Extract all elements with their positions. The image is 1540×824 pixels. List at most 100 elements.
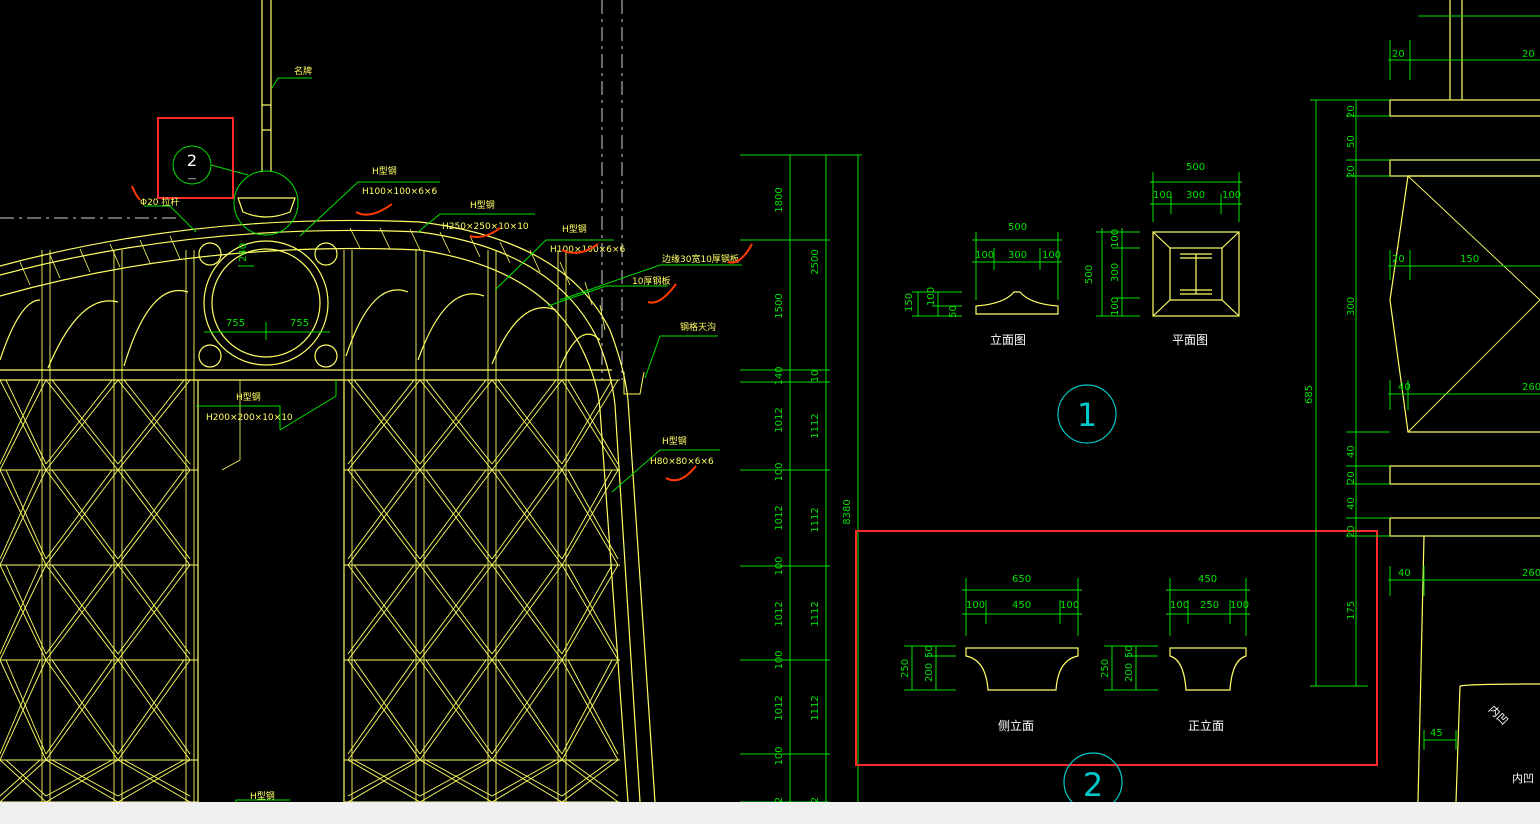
d2-front-top-p3: 100 xyxy=(1230,600,1249,611)
detail-2[interactable]: 650 100 450 100 250 200 50 450 100 250 1… xyxy=(855,530,1378,812)
gutter-detail xyxy=(623,371,645,395)
vdim-middle-label: 2 xyxy=(810,797,821,802)
lattice-brace xyxy=(123,659,191,755)
elevation-base-shape xyxy=(975,291,1059,315)
lattice-brace xyxy=(567,759,619,797)
rc-total: 685 xyxy=(1304,385,1315,404)
door-inner-line xyxy=(221,380,241,471)
lattice-brace xyxy=(45,379,113,465)
d1-elev-top-p2: 300 xyxy=(1008,250,1027,261)
dim-right-755: 755 xyxy=(290,318,309,329)
lattice-brace xyxy=(419,564,487,655)
d2-side-side-p2: 50 xyxy=(924,645,935,658)
d1-plan-side-p3: 100 xyxy=(1110,297,1121,316)
rc-top-dim-2: 20 xyxy=(1522,49,1535,60)
vdim-inner-label: 2 xyxy=(774,797,785,802)
lattice-brace xyxy=(347,759,415,797)
rc-post xyxy=(1449,0,1463,100)
lattice-brace xyxy=(0,469,47,566)
status-bar xyxy=(0,802,1540,824)
callout-1-title: H型钢 xyxy=(372,165,397,177)
lattice-brace xyxy=(497,379,563,465)
lattice-brace xyxy=(567,469,619,560)
lattice-brace xyxy=(419,659,487,755)
rc-hdim-5: 40 xyxy=(1398,568,1411,579)
central-ring-inner xyxy=(211,248,321,358)
lattice-brace xyxy=(491,759,557,797)
callout-5-spec: 10厚钢板 xyxy=(632,275,670,287)
central-ring-outer xyxy=(203,240,329,366)
rc-vdim-5: 40 xyxy=(1346,445,1357,458)
lattice-brace xyxy=(117,564,185,655)
lattice-brace xyxy=(419,469,493,566)
lattice-brace xyxy=(425,759,493,797)
arch-inner-2 xyxy=(0,247,629,803)
vdim-inner-label: 1012 xyxy=(774,505,785,530)
rc-vdim-2: 50 xyxy=(1346,135,1357,148)
lattice-brace xyxy=(51,759,119,797)
d2-side-shape xyxy=(965,647,1079,691)
lattice-brace xyxy=(117,759,191,803)
rc-vdim-3: 20 xyxy=(1346,165,1357,178)
lattice-brace xyxy=(353,379,421,465)
d2-front-side-p1: 200 xyxy=(1124,663,1135,682)
lattice-brace xyxy=(419,379,487,465)
d1-elev-top-total: 500 xyxy=(1008,222,1027,233)
lattice-brace xyxy=(561,379,619,471)
d1-plan-label: 平面图 xyxy=(1172,333,1208,347)
arch-outer xyxy=(0,219,656,803)
callouts xyxy=(144,77,742,802)
lattice-brace xyxy=(347,469,415,560)
rc-hdim-1: 20 xyxy=(1392,254,1405,265)
highlight-box-bubble[interactable] xyxy=(157,117,234,199)
vdim-inner-label: 1012 xyxy=(774,407,785,432)
d2-front-shape xyxy=(1169,647,1247,691)
detail-1[interactable]: 500 100 300 100 150 100 50 500 100 300 1… xyxy=(904,162,1242,444)
lattice-brace xyxy=(0,564,47,661)
drawing-background xyxy=(0,0,1540,802)
dim-arch: 240 xyxy=(238,243,249,262)
lattice-brace xyxy=(425,659,493,755)
lattice-brace xyxy=(347,469,421,566)
lattice-brace xyxy=(497,469,563,560)
lattice-brace xyxy=(5,564,47,655)
detail-1-number: 1 xyxy=(1077,396,1097,434)
lattice-brace xyxy=(347,564,415,655)
d1-elevation-label: 立面图 xyxy=(990,332,1026,347)
vdim-inner-label: 100 xyxy=(774,650,785,669)
detail-1-bubble xyxy=(1057,384,1117,444)
lattice-brace xyxy=(347,379,421,471)
rc-hdim-4: 260 xyxy=(1522,382,1540,393)
rc-top-dim-1: 20 xyxy=(1392,49,1405,60)
vertical-dimension-chains xyxy=(740,154,862,803)
lattice-brace xyxy=(117,379,185,465)
lattice-brace xyxy=(425,469,493,560)
right-column-detail[interactable]: 20 20 20 50 20 300 40 20 40 20 175 685 2… xyxy=(1304,0,1540,803)
lattice-brace xyxy=(419,379,493,471)
d1-elev-side-p1: 100 xyxy=(926,287,937,306)
rc-vdim-9: 175 xyxy=(1346,601,1357,620)
lattice-brace xyxy=(567,659,619,755)
vdim-inner-label: 1012 xyxy=(774,601,785,626)
lattice-brace xyxy=(51,659,119,755)
lattice-brace xyxy=(0,759,41,797)
lattice-brace xyxy=(353,469,421,560)
lattice-brace xyxy=(491,469,557,560)
lattice-brace xyxy=(425,379,493,465)
lattice-brace xyxy=(45,564,113,655)
callout-8-spec: H80×80×6×6 xyxy=(650,457,714,467)
d2-side-top-p1: 100 xyxy=(966,600,985,611)
lattice-brace xyxy=(0,659,47,761)
d2-front-side-total: 250 xyxy=(1100,659,1111,678)
vdim-middle-label: 1112 xyxy=(810,413,821,438)
rc-shaft xyxy=(1389,175,1540,433)
callout-4-spec: 边缘30宽10厚钢板 xyxy=(662,253,739,265)
callout-1-spec: H100×100×6×6 xyxy=(362,187,437,197)
lattice-brace xyxy=(5,379,47,465)
ref-bubble-sub: — xyxy=(188,174,197,184)
lattice-brace xyxy=(497,564,563,655)
d2-front-top-p1: 100 xyxy=(1170,600,1189,611)
lattice-brace xyxy=(491,379,557,465)
